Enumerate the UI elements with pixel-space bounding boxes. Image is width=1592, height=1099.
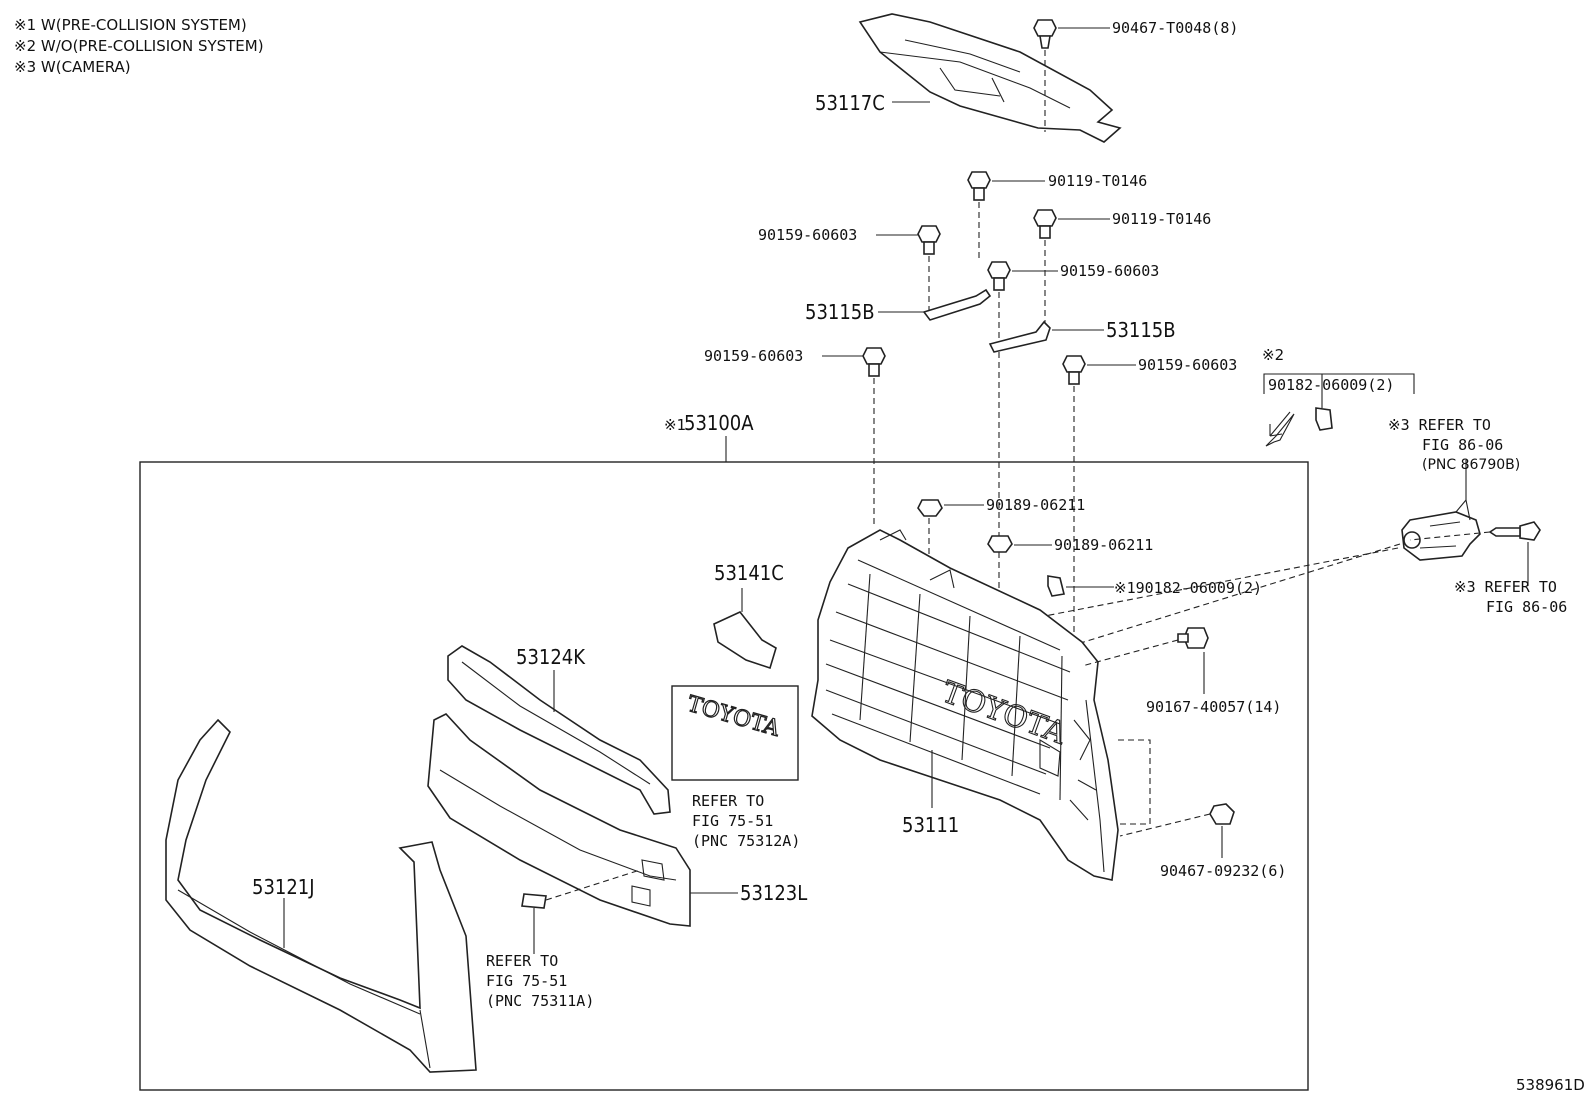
label-90189-06211-a[interactable]: 90189-06211 bbox=[986, 496, 1085, 514]
label-53117C[interactable]: 53117C bbox=[815, 91, 885, 115]
ref-75311A[interactable]: REFER TO FIG 75-51 (PNC 75311A) bbox=[486, 952, 594, 1010]
part-53124K-garnish[interactable] bbox=[447, 645, 671, 815]
label-90159-60603-c[interactable]: 90159-60603 bbox=[704, 347, 803, 365]
label-53111[interactable]: 53111 bbox=[902, 813, 959, 837]
part-53117C-cover[interactable] bbox=[858, 13, 1122, 143]
part-90159-60603-bolt-c[interactable] bbox=[862, 347, 886, 377]
ref-75311A-line-3: (PNC 75311A) bbox=[486, 992, 594, 1010]
ref-86-06[interactable]: ※3 REFER TO FIG 86-06 bbox=[1454, 578, 1567, 616]
ref-86-06-line-1: ※3 REFER TO bbox=[1454, 578, 1557, 596]
ref-75312A[interactable]: REFER TO FIG 75-51 (PNC 75312A) bbox=[692, 792, 800, 850]
part-90467-09232-clip[interactable] bbox=[1209, 803, 1235, 825]
part-camera-screw[interactable] bbox=[1488, 521, 1541, 541]
label-90189-06211-b[interactable]: 90189-06211 bbox=[1054, 536, 1153, 554]
assembly-frame-53100A bbox=[139, 461, 1309, 1091]
ref-86790B[interactable]: ※3 REFER TO FIG 86-06 (PNC 86790B) bbox=[1388, 416, 1520, 473]
toyota-emblem[interactable]: TOYOTA bbox=[684, 691, 784, 743]
label-53123L[interactable]: 53123L bbox=[740, 881, 807, 905]
direction-arrow-icon bbox=[1265, 411, 1295, 447]
ref-75312A-line-3: (PNC 75312A) bbox=[692, 832, 800, 850]
label-90119-T0146-b[interactable]: 90119-T0146 bbox=[1112, 210, 1211, 228]
part-53141C-insert[interactable] bbox=[713, 611, 777, 670]
ref-75311A-line-2: FIG 75-51 bbox=[486, 972, 567, 990]
part-90159-60603-bolt-a[interactable] bbox=[917, 225, 941, 255]
label-53115B-b[interactable]: 53115B bbox=[1106, 318, 1176, 342]
ref-86-06-line-2: FIG 86-06 bbox=[1486, 598, 1567, 616]
part-front-camera[interactable] bbox=[1401, 498, 1481, 561]
part-90119-T0146-bolt-b[interactable] bbox=[1033, 209, 1057, 239]
label-90159-60603-a[interactable]: 90159-60603 bbox=[758, 226, 857, 244]
ref-86790B-line-1: ※3 REFER TO bbox=[1388, 416, 1491, 434]
note-2: ※2 W/O(PRE-COLLISION SYSTEM) bbox=[14, 37, 264, 55]
label-90467-09232[interactable]: 90467-09232(6) bbox=[1160, 862, 1286, 880]
label-90119-T0146-a[interactable]: 90119-T0146 bbox=[1048, 172, 1147, 190]
label-53100A[interactable]: 53100A bbox=[684, 411, 754, 435]
ref-75312A-line-2: FIG 75-51 bbox=[692, 812, 773, 830]
part-90159-60603-bolt-d[interactable] bbox=[1062, 355, 1086, 385]
label-90182-mark: ※2 bbox=[1262, 346, 1284, 364]
part-90167-40057-clip[interactable] bbox=[1177, 627, 1209, 649]
part-90467-T0048-clip[interactable] bbox=[1033, 19, 1057, 49]
part-90119-T0146-bolt-a[interactable] bbox=[967, 171, 991, 201]
label-53100A-mark: ※1 bbox=[664, 416, 686, 434]
label-53121J[interactable]: 53121J bbox=[252, 875, 315, 899]
part-53115B-bracket-b[interactable] bbox=[988, 320, 1051, 353]
label-53115B-a[interactable]: 53115B bbox=[805, 300, 875, 324]
note-1: ※1 W(PRE-COLLISION SYSTEM) bbox=[14, 16, 247, 34]
label-90167-40057[interactable]: 90167-40057(14) bbox=[1146, 698, 1281, 716]
part-53115B-bracket-a[interactable] bbox=[922, 288, 992, 321]
part-90182-06009-nut-1[interactable] bbox=[1047, 575, 1065, 597]
part-90189-06211-clip-a[interactable] bbox=[917, 499, 943, 517]
notes-legend: ※1 W(PRE-COLLISION SYSTEM) ※2 W/O(PRE-CO… bbox=[14, 16, 264, 76]
part-53123L-garnish[interactable] bbox=[427, 713, 691, 927]
ref-75312A-line-1: REFER TO bbox=[692, 792, 764, 810]
part-53121J-surround[interactable] bbox=[165, 718, 477, 1073]
ref-75311A-line-1: REFER TO bbox=[486, 952, 558, 970]
part-small-emblem[interactable] bbox=[521, 893, 547, 909]
label-90467-T0048[interactable]: 90467-T0048(8) bbox=[1112, 19, 1238, 37]
part-53111-grille[interactable]: TOYOTA bbox=[811, 529, 1119, 881]
ref-86790B-line-2: FIG 86-06 bbox=[1422, 436, 1503, 454]
label-90159-60603-d[interactable]: 90159-60603 bbox=[1138, 356, 1237, 374]
label-90182-06009-2[interactable]: 90182-06009(2) bbox=[1268, 376, 1394, 394]
label-53141C[interactable]: 53141C bbox=[714, 561, 784, 585]
illustration-id: 538961D bbox=[1516, 1076, 1585, 1094]
label-90159-60603-b[interactable]: 90159-60603 bbox=[1060, 262, 1159, 280]
ref-86790B-line-3: (PNC 86790B) bbox=[1422, 457, 1520, 473]
part-90189-06211-clip-b[interactable] bbox=[987, 535, 1013, 553]
emblem-box bbox=[671, 685, 799, 781]
label-53124K[interactable]: 53124K bbox=[516, 645, 586, 669]
note-3: ※3 W(CAMERA) bbox=[14, 58, 131, 76]
part-90159-60603-bolt-b[interactable] bbox=[987, 261, 1011, 291]
part-90182-06009-nut[interactable] bbox=[1315, 407, 1333, 431]
